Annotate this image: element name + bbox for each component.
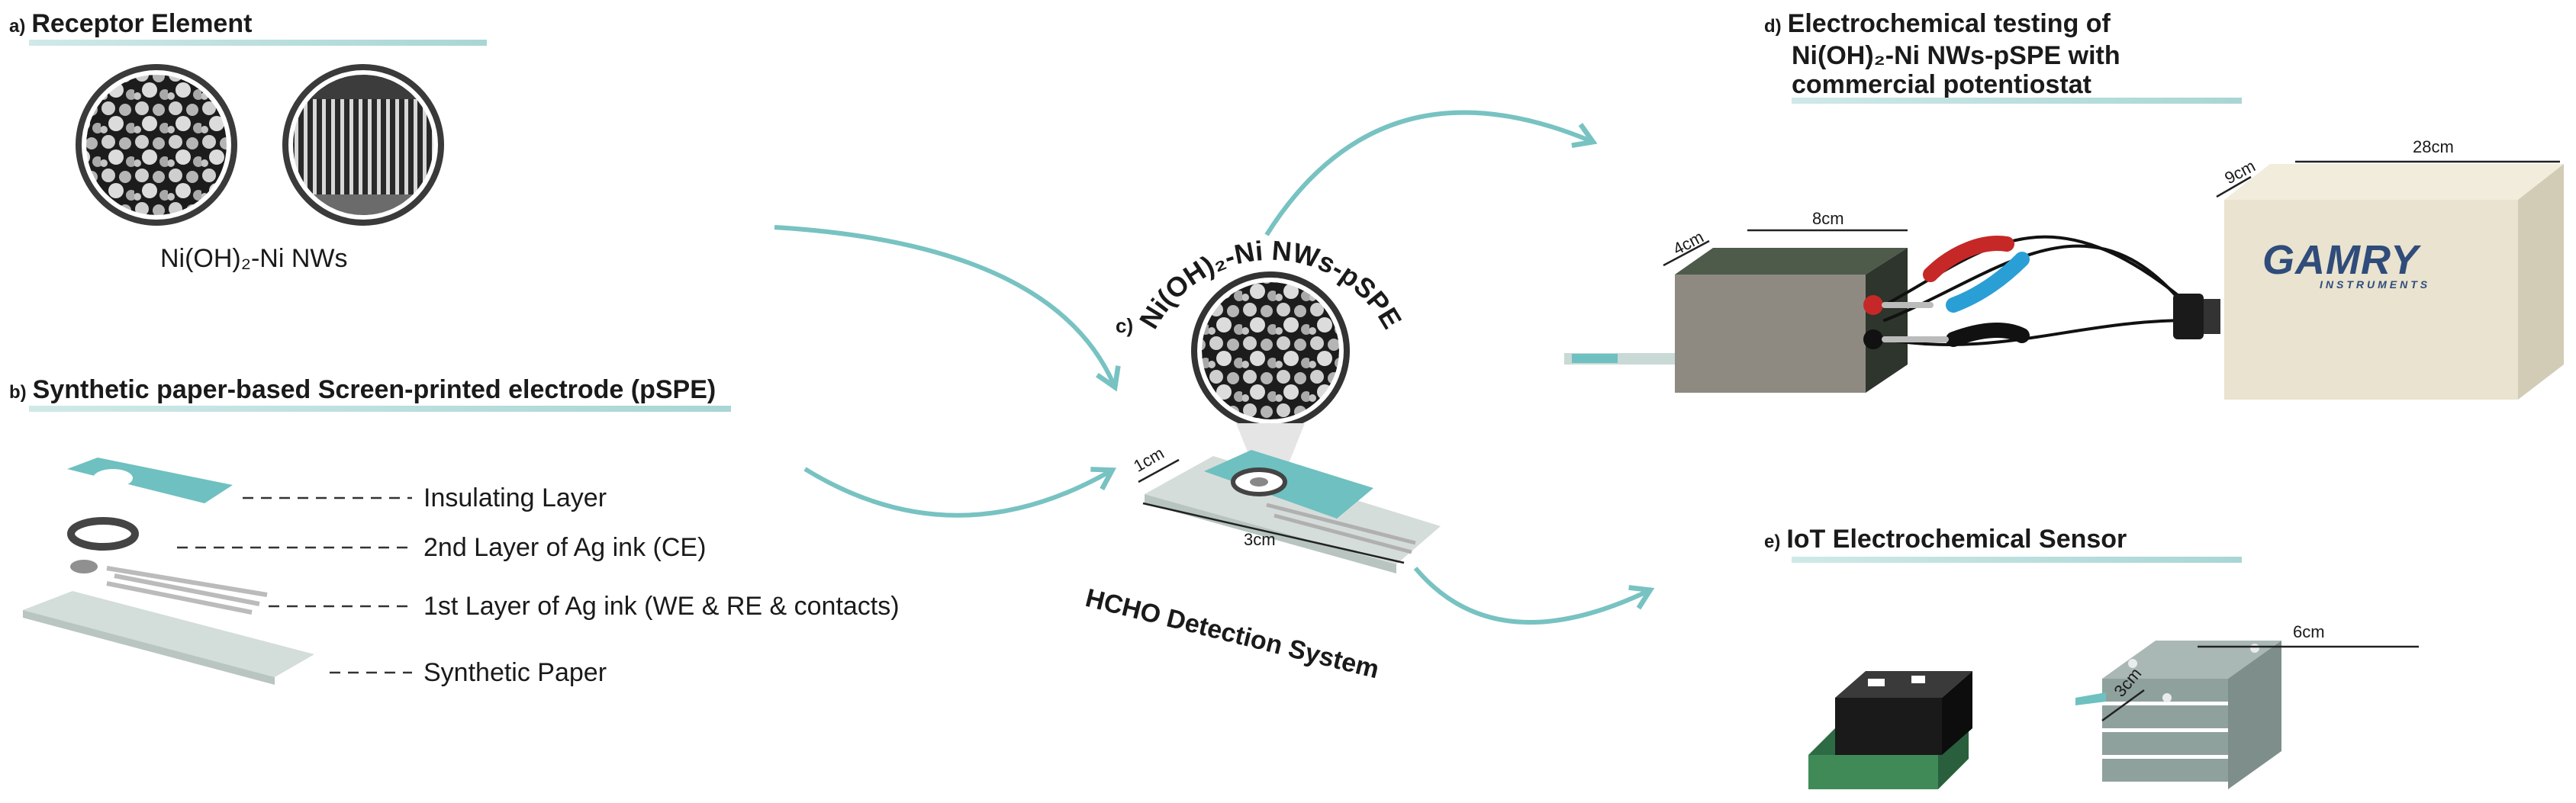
layer-label-we-re: 1st Layer of Ag ink (WE & RE & contacts) (423, 592, 900, 621)
dim-28cm-label: 28cm (2413, 137, 2454, 156)
section-e-heading: e)IoT Electrochemical Sensor (1764, 525, 2127, 554)
layer-label-insulating: Insulating Layer (423, 483, 607, 512)
gamry-logo-subtitle: INSTRUMENTS (2320, 278, 2431, 291)
gamry-connector (2173, 294, 2220, 339)
dimension-lines-e (2101, 645, 2419, 722)
section-e-underline (1792, 557, 2242, 563)
counter-electrode-ring (67, 517, 139, 551)
gamry-potentiostat-box (2224, 164, 2564, 400)
section-a-heading: a)Receptor Element (9, 9, 253, 38)
test-strip-d (1564, 353, 1679, 365)
potentiostat-adapter-box (1675, 248, 1908, 393)
silver-contacts-layer (70, 560, 268, 615)
pspe-dimension-lines (1138, 458, 1405, 564)
insulating-layer-shape (67, 458, 233, 503)
section-a-underline (29, 40, 487, 46)
layer-label-ce: 2nd Layer of Ag ink (CE) (423, 533, 707, 562)
section-b-underline (29, 406, 731, 412)
section-b-heading: b)Synthetic paper-based Screen-printed e… (9, 375, 716, 404)
dim-8cm-label: 8cm (1812, 209, 1844, 228)
dim-6cm-label: 6cm (2293, 622, 2325, 641)
connection-cables (1882, 235, 2191, 347)
pspe-magnified-circle (1191, 271, 1350, 477)
section-c-letter: c) (1116, 314, 1134, 337)
gamry-logo: GAMRY (2262, 237, 2420, 283)
synthetic-paper-substrate (23, 591, 314, 685)
iot-sensor-module (1808, 671, 1972, 789)
receptor-image-top-view (76, 64, 237, 226)
receptor-image-side-view (282, 64, 444, 226)
dimension-lines-d (1663, 160, 2560, 267)
pspe-strip (1145, 450, 1441, 573)
layer-leader-lines (177, 496, 412, 674)
pspe-length-label: 3cm (1244, 530, 1276, 549)
layer-label-paper: Synthetic Paper (423, 658, 607, 687)
section-d-heading: d)Electrochemical testing of Ni(OH)₂-Ni … (1764, 9, 2120, 99)
iot-sensor-stack (2075, 641, 2281, 789)
flow-arrows (774, 110, 1655, 625)
receptor-caption: Ni(OH)₂-Ni NWs (160, 244, 348, 273)
section-d-underline (1792, 98, 2242, 104)
